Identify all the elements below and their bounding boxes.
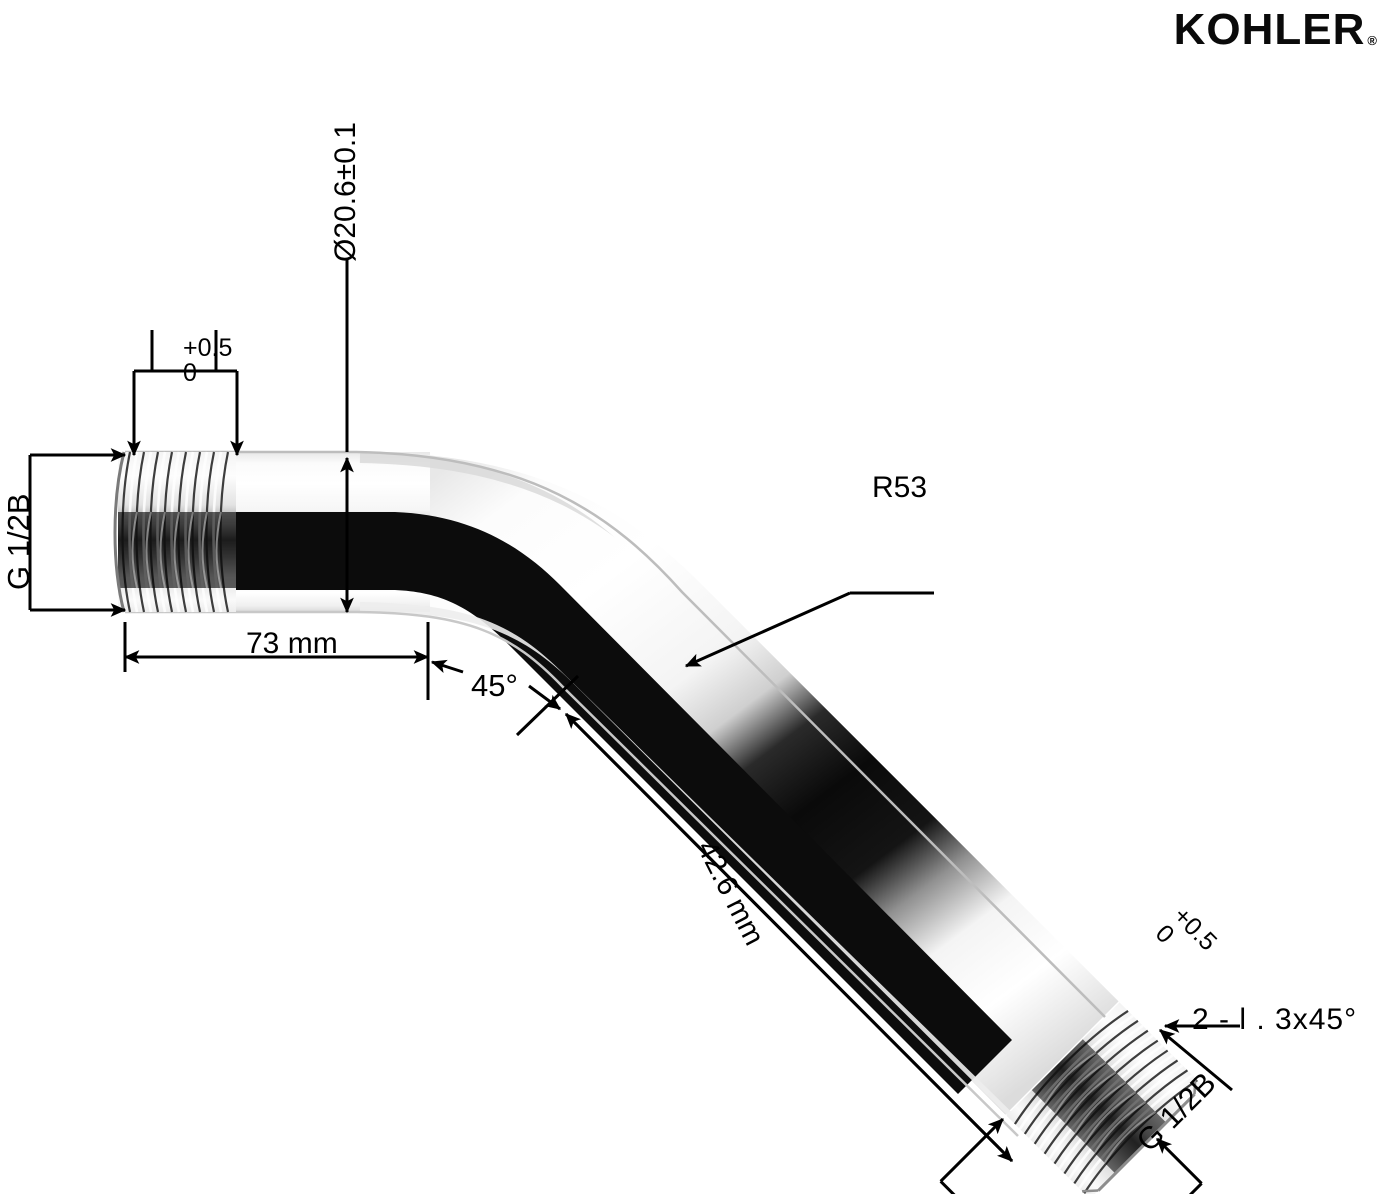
angle-label-45: 45° xyxy=(471,668,518,703)
arm-outline-bottom xyxy=(125,610,1019,1137)
right-threaded-end xyxy=(1006,1002,1204,1194)
dim-thread-length-right xyxy=(1127,1137,1203,1194)
dim-chamfer xyxy=(1159,1019,1240,1092)
left-threaded-end xyxy=(113,451,236,613)
length-label-73: 73 mm xyxy=(246,627,338,660)
arm-outline-top xyxy=(125,450,1111,1023)
thread-label-left: G 1/2B xyxy=(1,493,36,591)
arm-reflection-stripe xyxy=(215,512,1012,1094)
dim-length-42-6 xyxy=(564,712,1014,1163)
radius-label-r53: R53 xyxy=(872,471,928,504)
tolerance-upper-value: +0.5 xyxy=(183,334,233,362)
registered-trademark-icon: ® xyxy=(1367,33,1377,48)
dim-thread-length-left xyxy=(127,330,244,457)
dim-thread-left xyxy=(28,448,127,617)
dim-angle-45 xyxy=(426,628,580,737)
diameter-label: Ø20.6±0.1 xyxy=(329,122,362,262)
tolerance-top-left: +0.5 0 xyxy=(183,336,232,386)
tolerance-lower-value: 0 xyxy=(183,359,197,387)
dimension-lines xyxy=(28,258,1240,1194)
shower-arm-body xyxy=(113,450,1204,1194)
chamfer-label: 2 - l . 3x45° xyxy=(1192,1003,1358,1036)
dim-thread-right xyxy=(939,1118,1026,1194)
brand-name: KOHLER xyxy=(1173,5,1366,54)
kohler-logo: KOHLER ® xyxy=(1174,8,1377,52)
dim-radius-r53 xyxy=(684,591,934,668)
